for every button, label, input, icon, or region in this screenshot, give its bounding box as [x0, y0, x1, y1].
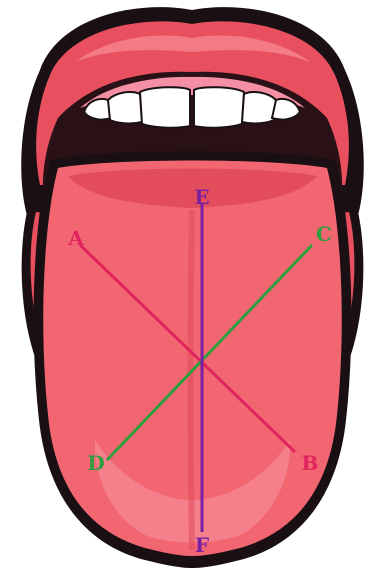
- tooth: [140, 87, 190, 128]
- point-label-a: A: [67, 226, 84, 250]
- point-label-b: B: [302, 451, 319, 475]
- tooth: [108, 92, 142, 123]
- point-label-f: F: [195, 533, 209, 557]
- point-label-c: C: [316, 222, 332, 246]
- point-label-d: D: [87, 451, 104, 475]
- tongue-center-crease: [191, 210, 193, 550]
- tooth: [194, 87, 244, 128]
- point-label-e: E: [194, 185, 209, 209]
- tooth: [242, 92, 276, 123]
